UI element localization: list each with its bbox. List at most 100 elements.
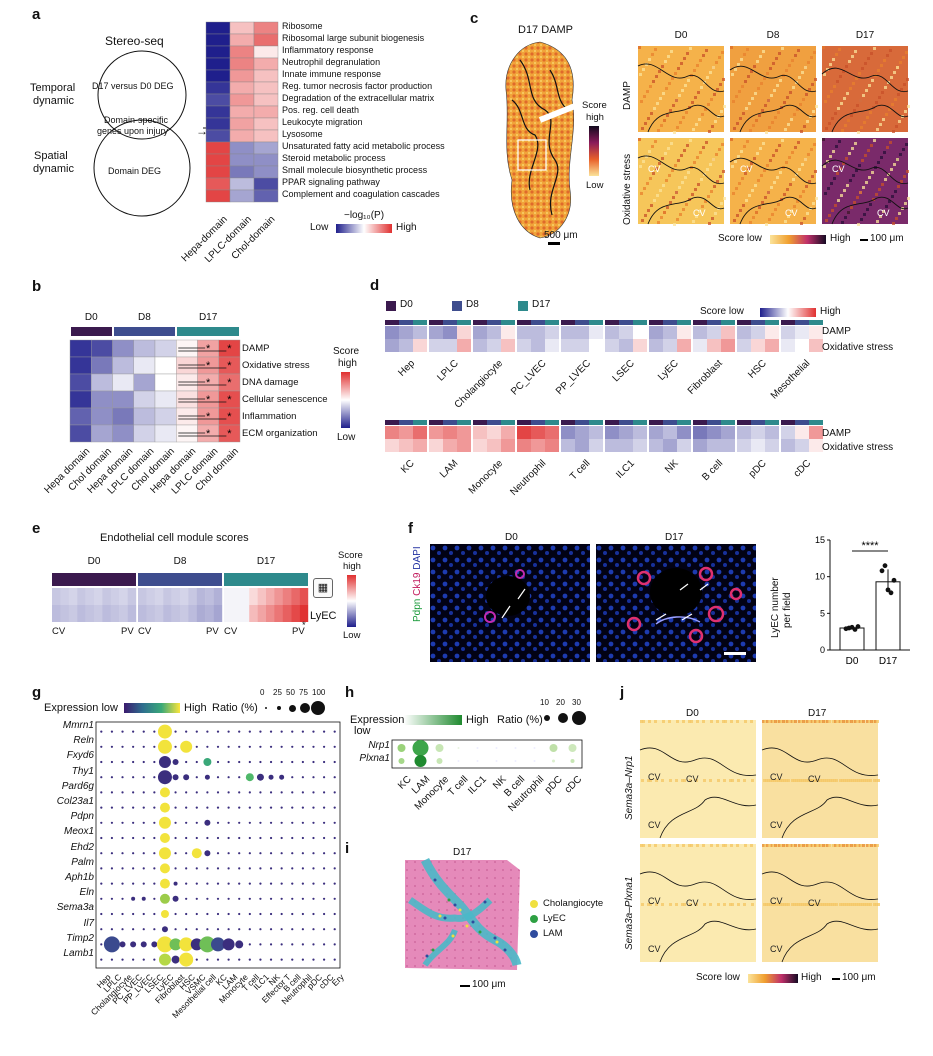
panel-b-cell <box>91 424 113 443</box>
panel-d-legend-label: D8 <box>466 299 479 310</box>
panel-g-dot <box>174 912 177 916</box>
panel-g-dot <box>322 867 326 870</box>
panel-g-dot <box>142 791 145 794</box>
panel-f-letter: f <box>408 520 413 537</box>
panel-g-gene-label: Il7 <box>83 917 94 929</box>
panel-f-micrograph-d0 <box>430 544 590 662</box>
panel-e-cell <box>146 588 155 605</box>
panel-j-cv: CV <box>648 772 661 782</box>
panel-g-dot <box>132 730 135 733</box>
panel-c-cv: CV <box>832 164 845 174</box>
panel-a-cell <box>253 177 279 191</box>
panel-g-dot <box>322 897 326 900</box>
panel-c-legend-bar <box>770 235 826 244</box>
panel-d-group-strip <box>693 420 707 425</box>
panel-g-dot <box>301 852 304 855</box>
panel-g-dot <box>195 867 198 870</box>
panel-g-dot <box>204 774 210 780</box>
panel-c-score-high-1: Score <box>582 100 607 111</box>
panel-g-dot <box>156 936 173 953</box>
panel-d-cell <box>457 339 471 352</box>
panel-g-dot <box>204 819 211 826</box>
panel-d-cell <box>473 326 487 339</box>
panel-g-dot <box>238 912 241 916</box>
panel-a-term: Degradation of the extracellular matrix <box>282 93 435 103</box>
panel-f-significance: **** <box>861 540 879 552</box>
panel-a-term: PPAR signaling pathway <box>282 177 380 187</box>
panel-g-dot <box>206 867 209 870</box>
panel-j-col-d0: D0 <box>686 708 699 719</box>
panel-g-dot <box>206 958 209 961</box>
panel-e-cv-3: CV <box>224 626 238 637</box>
panel-g-dot <box>312 776 315 779</box>
panel-g-gene-label: Meox1 <box>63 826 94 838</box>
panel-d-group-strip <box>677 320 691 325</box>
panel-g-dot <box>248 760 251 764</box>
panel-d-cell <box>545 326 559 339</box>
panel-e-cell <box>224 605 233 622</box>
panel-d-cell <box>561 439 575 452</box>
panel-d-cell <box>385 339 399 352</box>
panel-g-dot <box>269 821 273 824</box>
panel-d-group-strip <box>765 320 779 325</box>
panel-e-cell <box>52 588 61 605</box>
panel-d-cell <box>693 426 707 439</box>
panel-g-dot <box>301 760 304 764</box>
panel-d-cell <box>575 339 589 352</box>
panel-g-dot <box>269 867 273 870</box>
panel-g-dot <box>142 745 145 748</box>
panel-f-ylabel-1: LyEC number <box>770 577 781 638</box>
panel-g-dot <box>110 791 114 794</box>
panel-b-star: * <box>206 428 211 440</box>
panel-a-circle-bottom: Domain DEG <box>108 166 162 176</box>
panel-d-cell <box>429 339 443 352</box>
panel-h-dotplot <box>391 739 583 769</box>
panel-g-dot <box>130 941 137 948</box>
panel-d-group-strip <box>413 420 427 425</box>
panel-e-grid-icon[interactable]: ▦ <box>313 578 333 598</box>
panel-e-cell <box>205 605 214 622</box>
panel-e-cell <box>77 605 86 622</box>
panel-d-column-label: HSC <box>746 358 769 381</box>
panel-h-expr-high: High <box>466 714 489 726</box>
panel-g-dot <box>238 776 241 779</box>
panel-h-dot <box>570 759 575 763</box>
panel-d-group-strip <box>795 420 809 425</box>
panel-f-ytick: 15 <box>815 535 825 545</box>
panel-g-dot <box>204 850 211 857</box>
panel-b-cell <box>154 407 177 426</box>
panel-h-dot <box>514 760 517 762</box>
panel-g-dot <box>227 776 230 779</box>
panel-g-dot <box>248 897 251 900</box>
panel-g-dot <box>132 791 135 794</box>
panel-g-dot <box>322 791 326 794</box>
panel-g-dot <box>227 730 230 733</box>
panel-d-cell <box>443 439 457 452</box>
panel-g-dot <box>142 821 145 824</box>
panel-g-dot <box>291 745 294 748</box>
panel-g-dot <box>153 806 156 809</box>
panel-g-gene-label: Eln <box>79 887 94 899</box>
panel-g-dot <box>195 821 198 824</box>
panel-h-expr-bar <box>404 715 462 725</box>
panel-g-dot <box>248 806 251 809</box>
panel-a-cell <box>229 189 255 203</box>
panel-g-dot <box>280 912 283 916</box>
panel-b-star: * <box>227 343 232 355</box>
panel-g-dot <box>180 740 193 753</box>
panel-g-dot <box>248 928 251 931</box>
panel-f-ytick: 10 <box>815 572 825 582</box>
panel-d-group-strip <box>707 420 721 425</box>
panel-g-dot <box>333 791 336 794</box>
panel-h-dot <box>495 747 498 749</box>
panel-a-cell <box>253 105 279 119</box>
panel-c-scale-small-bar <box>860 239 868 241</box>
panel-h-dot <box>552 759 555 763</box>
panel-d-cell <box>443 339 457 352</box>
panel-b-group-bar <box>71 327 112 336</box>
panel-g-dot <box>248 745 251 748</box>
panel-g-dot <box>100 882 103 885</box>
panel-b-cell <box>112 424 134 443</box>
panel-b-star: * <box>206 360 211 372</box>
